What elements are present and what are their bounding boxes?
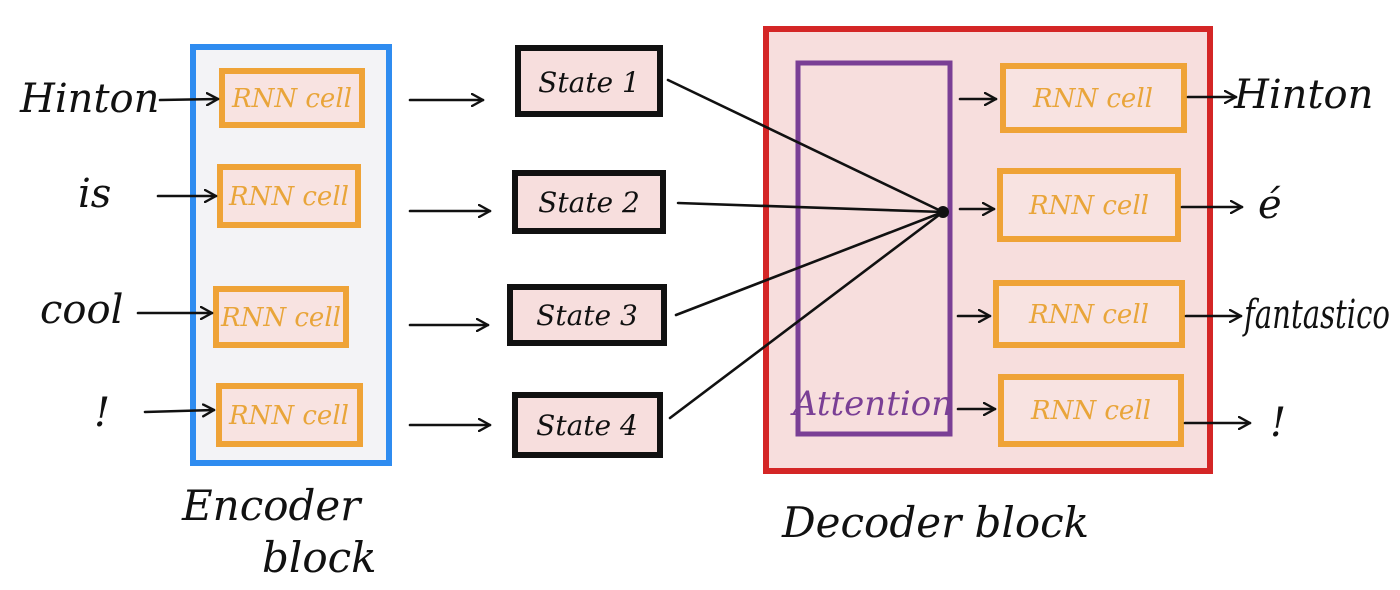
decoder-cell-1: RNN cell bbox=[1000, 63, 1187, 133]
state-label-3: State 3 bbox=[536, 299, 638, 332]
decoder-cell-label: RNN cell bbox=[1028, 191, 1149, 221]
encoder-cell-label: RNN cell bbox=[228, 182, 349, 212]
decoder-caption: Decoder block bbox=[781, 498, 1089, 547]
encoder-cell-label: RNN cell bbox=[228, 401, 349, 431]
attention-box bbox=[795, 60, 953, 437]
state-label-1: State 1 bbox=[538, 66, 640, 99]
input-arrow-1 bbox=[158, 99, 220, 100]
attention-label: Attention bbox=[790, 384, 953, 424]
attention-line-3 bbox=[674, 210, 945, 317]
input-word-2: is bbox=[78, 171, 111, 217]
decoder-cell-2: RNN cell bbox=[997, 168, 1181, 242]
output-word-3: fantastico bbox=[1242, 292, 1390, 338]
encoder-cell-box bbox=[216, 383, 363, 447]
state-label-2: State 2 bbox=[538, 186, 640, 219]
state-box-4: State 4 bbox=[512, 392, 663, 458]
decoder-cell-box bbox=[993, 280, 1185, 348]
attention-line-2 bbox=[676, 201, 945, 214]
state-label-4: State 4 bbox=[536, 409, 638, 442]
decoder-block: Attention RNN cell RNN cell RNN cell RNN… bbox=[763, 26, 1213, 474]
attention-line-1 bbox=[666, 78, 945, 214]
input-word-1: Hinton bbox=[19, 76, 159, 122]
input-word-3: cool bbox=[40, 287, 123, 333]
encoder-cell-1: RNN cell bbox=[219, 68, 365, 128]
state-box-border bbox=[507, 284, 667, 346]
encoder-cell-box bbox=[217, 164, 361, 228]
encoder-caption-line1: Encoder bbox=[181, 481, 363, 530]
state-box-2: State 2 bbox=[512, 170, 666, 234]
encoder-cell-label: RNN cell bbox=[231, 84, 352, 114]
state-box-1: State 1 bbox=[515, 45, 663, 117]
encoder-cell-2: RNN cell bbox=[217, 164, 361, 228]
encoder-cell-4: RNN cell bbox=[216, 383, 363, 447]
decoder-cell-box bbox=[1000, 63, 1187, 133]
state-box-border bbox=[515, 45, 663, 117]
encoder-cell-box bbox=[213, 286, 349, 348]
encoder-block: RNN cell RNN cell RNN cell RNN cell bbox=[190, 44, 392, 466]
state-box-3: State 3 bbox=[507, 284, 667, 346]
input-arrow-4 bbox=[143, 410, 216, 412]
encoder-cell-label: RNN cell bbox=[220, 303, 341, 333]
decoder-cell-label: RNN cell bbox=[1028, 300, 1149, 330]
output-word-1: Hinton bbox=[1233, 72, 1373, 118]
output-word-4: ! bbox=[1270, 400, 1286, 446]
output-word-2: é bbox=[1258, 182, 1282, 228]
attention-line-4 bbox=[668, 210, 945, 420]
decoder-cell-box bbox=[997, 168, 1181, 242]
decoder-cell-box bbox=[998, 374, 1184, 447]
encoder-cell-3: RNN cell bbox=[213, 286, 349, 348]
attention-point bbox=[937, 206, 949, 218]
decoder-cell-3: RNN cell bbox=[993, 280, 1185, 348]
encoder-caption-line2: block bbox=[262, 533, 377, 582]
decoder-cell-label: RNN cell bbox=[1032, 84, 1153, 114]
encoder-cell-box bbox=[219, 68, 365, 128]
state-box-border bbox=[512, 170, 666, 234]
input-word-4: ! bbox=[94, 390, 110, 436]
decoder-cell-label: RNN cell bbox=[1030, 396, 1151, 426]
state-box-border bbox=[512, 392, 663, 458]
decoder-cell-4: RNN cell bbox=[998, 374, 1184, 447]
